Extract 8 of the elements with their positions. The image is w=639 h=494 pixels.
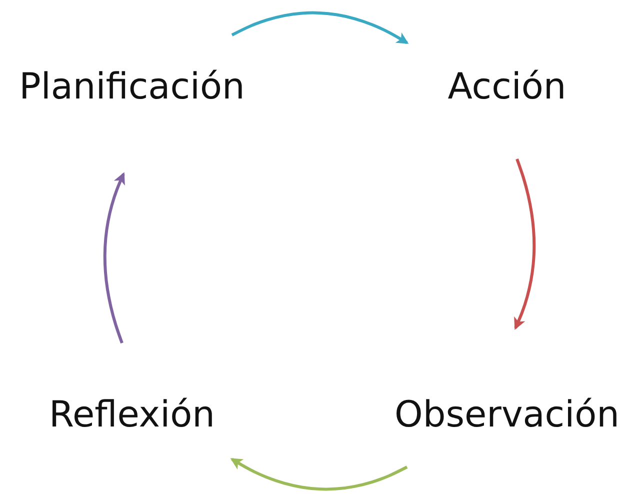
curved-arrow — [231, 11, 409, 44]
curved-arrow — [514, 158, 536, 330]
stage-label: Planificación — [19, 65, 245, 109]
curved-arrow — [103, 172, 125, 344]
curved-arrow — [230, 458, 408, 491]
stage-label: Acción — [448, 65, 566, 109]
stage-label: Reflexión — [49, 393, 215, 437]
stage-label: Observación — [394, 393, 620, 437]
